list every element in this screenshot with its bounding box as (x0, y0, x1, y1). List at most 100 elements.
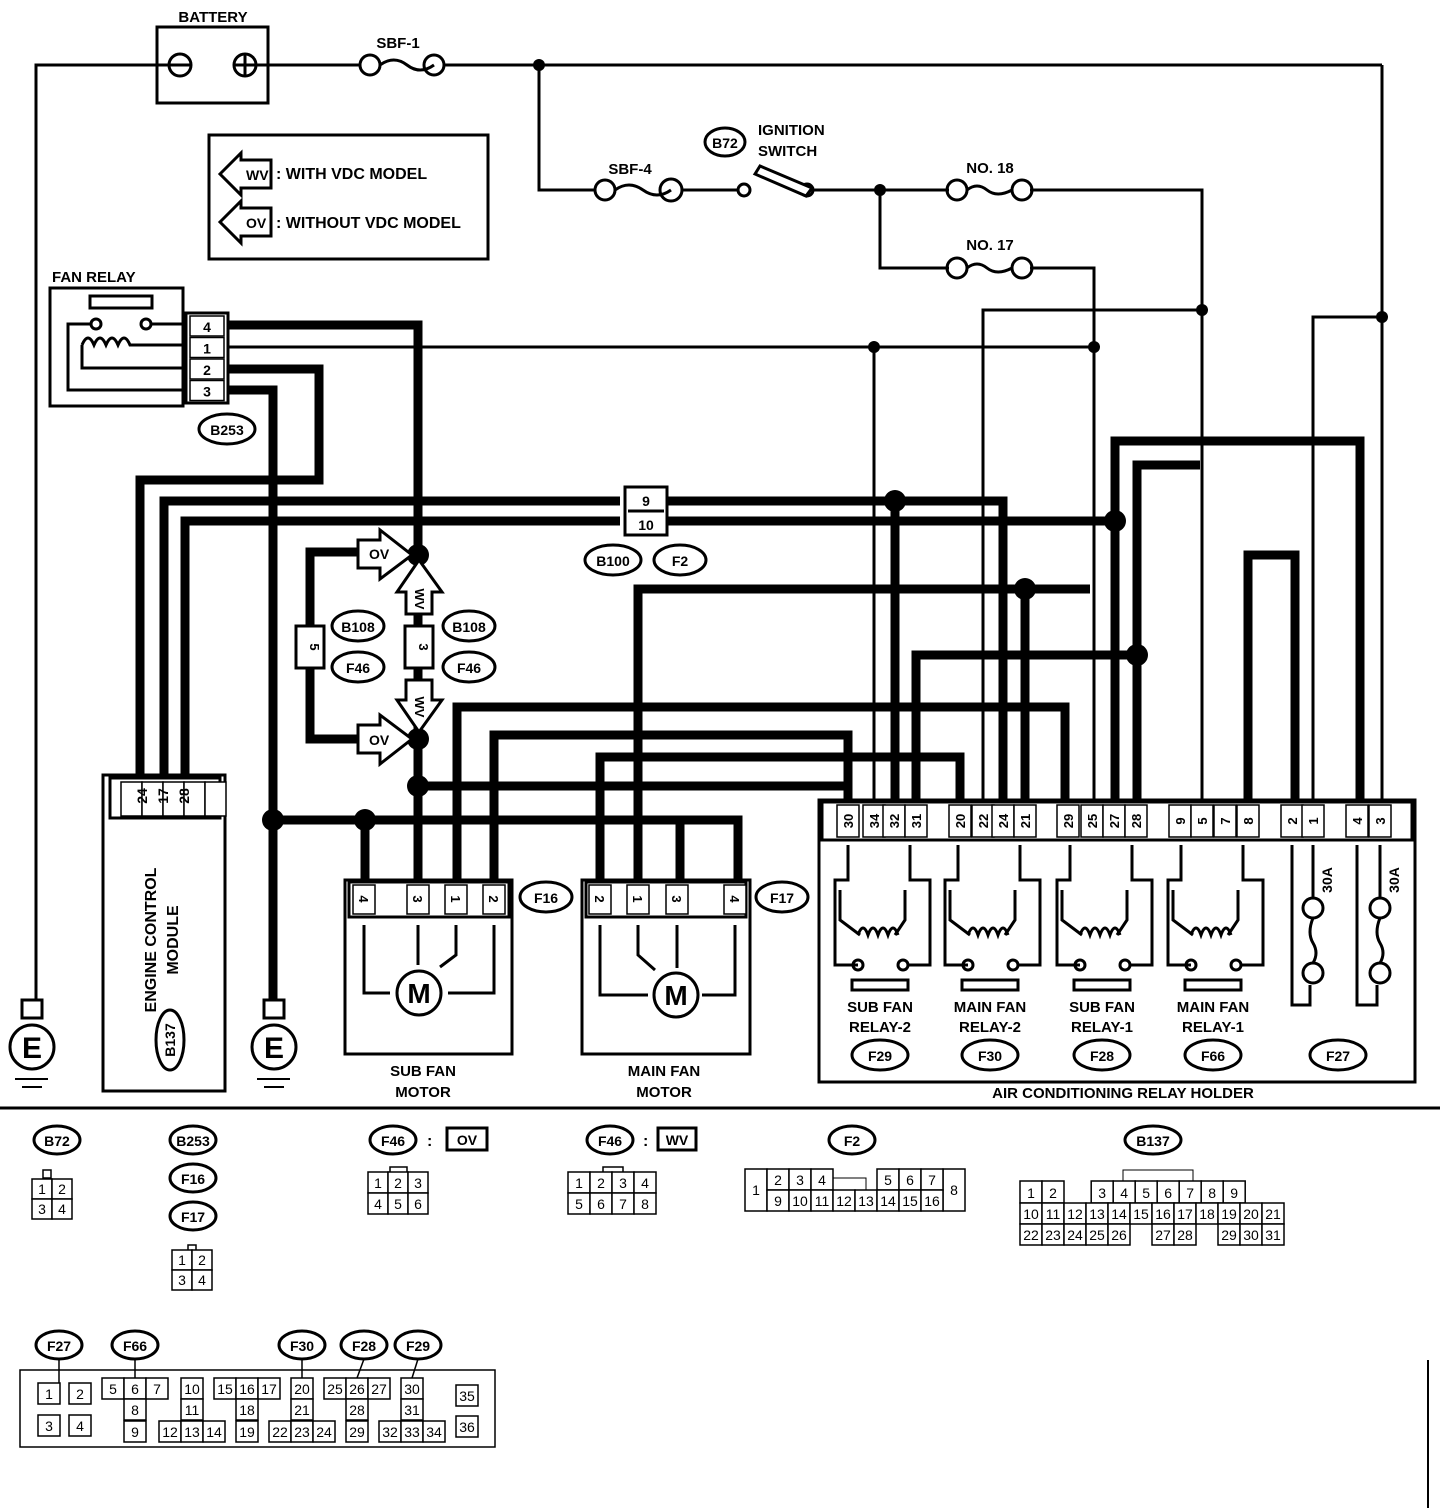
conn-view-holder-label-f66: F66 (123, 1338, 147, 1354)
legend: WV : WITH VDC MODEL OV : WITHOUT VDC MOD… (207, 133, 490, 261)
fuse-sbf-4: SBF-4 (593, 161, 684, 203)
sbf-4-label: SBF-4 (608, 161, 652, 178)
motor-pin-cell (665, 884, 689, 915)
pin-15: 15 (902, 1193, 918, 1209)
conn-view-b253-label: B253 (176, 1133, 210, 1149)
holder-pin-29: 29 (1061, 814, 1076, 828)
pin-2: 2 (394, 1175, 402, 1191)
fan-relay-pin-label: 4 (203, 319, 211, 335)
ground-right-label: E (264, 1032, 284, 1065)
relay-connector-label: F30 (978, 1048, 1002, 1064)
relay-coil-icon (1189, 926, 1233, 940)
ecm-pin-17: 17 (155, 788, 171, 804)
relay-coil-icon (80, 336, 188, 349)
relay-connector-label: F28 (1090, 1048, 1114, 1064)
motor-pin-1: 1 (630, 895, 645, 902)
pin-30: 30 (404, 1381, 420, 1397)
pin-25: 25 (1089, 1227, 1105, 1243)
b100-pin-10: 10 (638, 517, 654, 533)
sub-motor-symbol: M (407, 978, 430, 1009)
motor-pin-4: 4 (727, 895, 742, 903)
holder-pin-9: 9 (1173, 817, 1188, 824)
pin-1: 1 (178, 1252, 186, 1268)
pin-7: 7 (619, 1196, 627, 1212)
pin-3: 3 (414, 1175, 422, 1191)
pin-17: 17 (261, 1381, 277, 1397)
relay-label-1: SUB FAN (847, 999, 913, 1016)
motor-pin-4: 4 (356, 895, 371, 903)
legend-ov-tag: OV (246, 215, 267, 231)
pin-4: 4 (198, 1272, 206, 1288)
pin-8: 8 (1208, 1185, 1216, 1201)
fan-relay-pin-label: 3 (203, 384, 211, 400)
power-wires (34, 59, 1384, 1000)
pin-5: 5 (575, 1196, 583, 1212)
holder-pin-30: 30 (841, 814, 856, 828)
pin-4: 4 (641, 1175, 649, 1191)
b108-label-wv: B108 (452, 619, 486, 635)
ground-left-label: E (22, 1032, 42, 1065)
ignition-label-1: IGNITION (758, 122, 825, 139)
ignition-label-2: SWITCH (758, 143, 817, 160)
pin-11: 11 (1046, 1206, 1061, 1222)
motor-pin-cell (444, 884, 468, 915)
pin-5: 5 (1142, 1185, 1150, 1201)
conn-view-f46-ov-label: F46 (381, 1133, 405, 1149)
pin-10: 10 (184, 1381, 200, 1397)
pin-23: 23 (1045, 1227, 1061, 1243)
holder-pin-24: 24 (996, 813, 1011, 828)
pin-2: 2 (198, 1252, 206, 1268)
pin-16: 16 (1155, 1206, 1171, 1222)
relay-label-1: MAIN FAN (1177, 999, 1250, 1016)
pin-21: 21 (1265, 1206, 1281, 1222)
relay-label-2: RELAY-1 (1071, 1019, 1133, 1036)
pin-2: 2 (1049, 1185, 1057, 1201)
b100-label: B100 (596, 553, 630, 569)
holder-pin-1: 1 (1306, 817, 1321, 824)
pin-35: 35 (459, 1388, 475, 1404)
motor-pin-2: 2 (486, 895, 501, 902)
pin-3: 3 (45, 1418, 53, 1434)
pin-6: 6 (597, 1196, 605, 1212)
svg-text:8: 8 (950, 1182, 958, 1198)
fuse-30a-label: 30A (1319, 867, 1335, 893)
fuse-18-label: NO. 18 (966, 160, 1014, 177)
fuse-30a-1: 30A (1290, 845, 1335, 1007)
f46-label-ov: F46 (346, 660, 370, 676)
pin-6: 6 (131, 1381, 139, 1397)
motor-pin-2: 2 (592, 895, 607, 902)
ignition-connector-label: B72 (712, 135, 738, 151)
pin-2: 2 (597, 1175, 605, 1191)
joint-connector-b100-f2: 9 10 B100 F2 (583, 485, 708, 577)
fuse-no-17: NO. 17 (945, 237, 1034, 280)
pin-25: 25 (327, 1381, 343, 1397)
holder-pin-cell (1301, 804, 1325, 838)
pin-29: 29 (1221, 1227, 1237, 1243)
ecm-label-1: ENGINE CONTROL (143, 867, 160, 1012)
pin-20: 20 (294, 1381, 310, 1397)
conn-view-holder-label-f30: F30 (290, 1338, 314, 1354)
f2-label: F2 (672, 553, 689, 569)
pin-15: 15 (217, 1381, 233, 1397)
ground-right: E (250, 998, 298, 1088)
pin-15: 15 (1133, 1206, 1149, 1222)
holder-pin-cell (836, 804, 860, 838)
pin-4: 4 (1120, 1185, 1128, 1201)
ignition-switch: B72 IGNITION SWITCH (703, 122, 825, 198)
pin-12: 12 (1067, 1206, 1083, 1222)
pin-18: 18 (239, 1402, 255, 1418)
holder-pin-21: 21 (1018, 814, 1033, 828)
pin-14: 14 (880, 1193, 896, 1209)
fan-relay-pin-label: 1 (203, 341, 211, 357)
pin-7: 7 (1186, 1185, 1194, 1201)
pin-17: 17 (1177, 1206, 1193, 1222)
pin-8: 8 (131, 1402, 139, 1418)
relay-coil-icon (1078, 926, 1122, 940)
pin-22: 22 (1023, 1227, 1039, 1243)
pin-24: 24 (1067, 1227, 1083, 1243)
